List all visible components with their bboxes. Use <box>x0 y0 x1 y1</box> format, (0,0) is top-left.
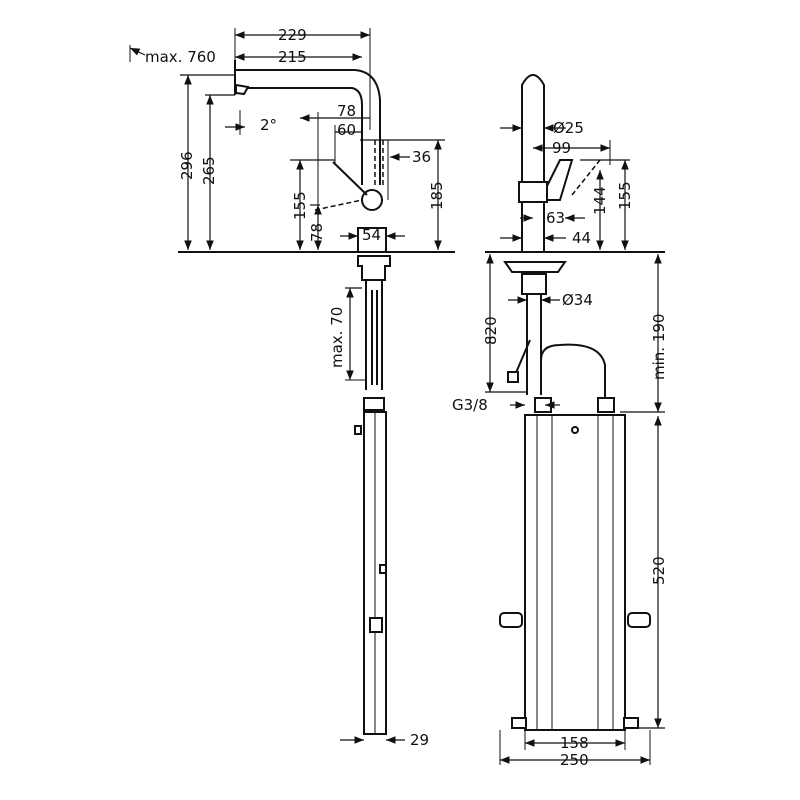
dim-155: 155 <box>291 191 309 220</box>
bracket-left <box>499 612 523 628</box>
dim-63: 63 <box>546 209 565 227</box>
dim-155-front: 155 <box>616 181 634 210</box>
drawing-stroke <box>129 47 146 56</box>
dim-215: 215 <box>278 48 307 66</box>
dim-296: 296 <box>178 151 196 180</box>
spray-nozzle <box>235 83 250 96</box>
counterweight-box <box>524 414 626 731</box>
dim-229: 229 <box>278 26 307 44</box>
box-rails <box>536 415 614 730</box>
handle-open-position <box>314 199 363 211</box>
dim-60: 60 <box>337 121 356 139</box>
dim-78: 78 <box>337 102 356 120</box>
side-view: 229 215 max. 760 296 265 2° 78 60 36 185… <box>129 26 455 749</box>
dim-820: 820 <box>482 316 500 345</box>
rail-stop-2 <box>379 564 387 574</box>
dim-d25: Ø25 <box>553 119 584 137</box>
foot-right <box>623 717 639 729</box>
base-plate <box>503 261 567 273</box>
dim-78-height: 78 <box>308 223 326 242</box>
base <box>357 227 387 252</box>
supply-hose-left <box>514 339 531 376</box>
dim-angle-2: 2° <box>260 116 277 134</box>
dim-265: 265 <box>200 156 218 185</box>
rail-clip <box>369 617 383 633</box>
supply-hoses <box>365 280 383 390</box>
dim-29: 29 <box>410 731 429 749</box>
dim-54: 54 <box>362 226 381 244</box>
handle-hub <box>518 181 548 203</box>
rail-stop <box>354 425 362 435</box>
bracket-right <box>627 612 651 628</box>
dim-44: 44 <box>572 229 591 247</box>
hose-connector <box>363 397 385 411</box>
hose-end <box>507 371 519 383</box>
dim-36: 36 <box>412 148 431 166</box>
dim-max-760: max. 760 <box>145 48 216 66</box>
dim-max-70: max. 70 <box>328 307 346 368</box>
handle-lever <box>332 161 368 196</box>
spout-body <box>235 69 381 185</box>
supply-hose-curve <box>540 343 606 398</box>
dim-144: 144 <box>591 186 609 215</box>
dim-min-190: min. 190 <box>650 314 668 380</box>
dim-520: 520 <box>650 556 668 585</box>
faucet-column <box>521 74 545 252</box>
dim-g3-8: G3/8 <box>452 396 488 414</box>
front-view: Ø25 99 155 144 63 44 820 Ø34 G3/8 min. 1… <box>452 74 668 769</box>
foot-left <box>511 717 527 729</box>
handle-lever-front <box>546 159 574 201</box>
dim-185: 185 <box>428 181 446 210</box>
box-hole <box>571 426 579 434</box>
mount-shank <box>357 255 391 281</box>
hose-connector-right <box>597 397 615 413</box>
mount-nut <box>521 273 547 295</box>
dim-158: 158 <box>560 734 589 752</box>
dim-d34: Ø34 <box>562 291 593 309</box>
dim-99: 99 <box>552 139 571 157</box>
dim-250: 250 <box>560 751 589 769</box>
